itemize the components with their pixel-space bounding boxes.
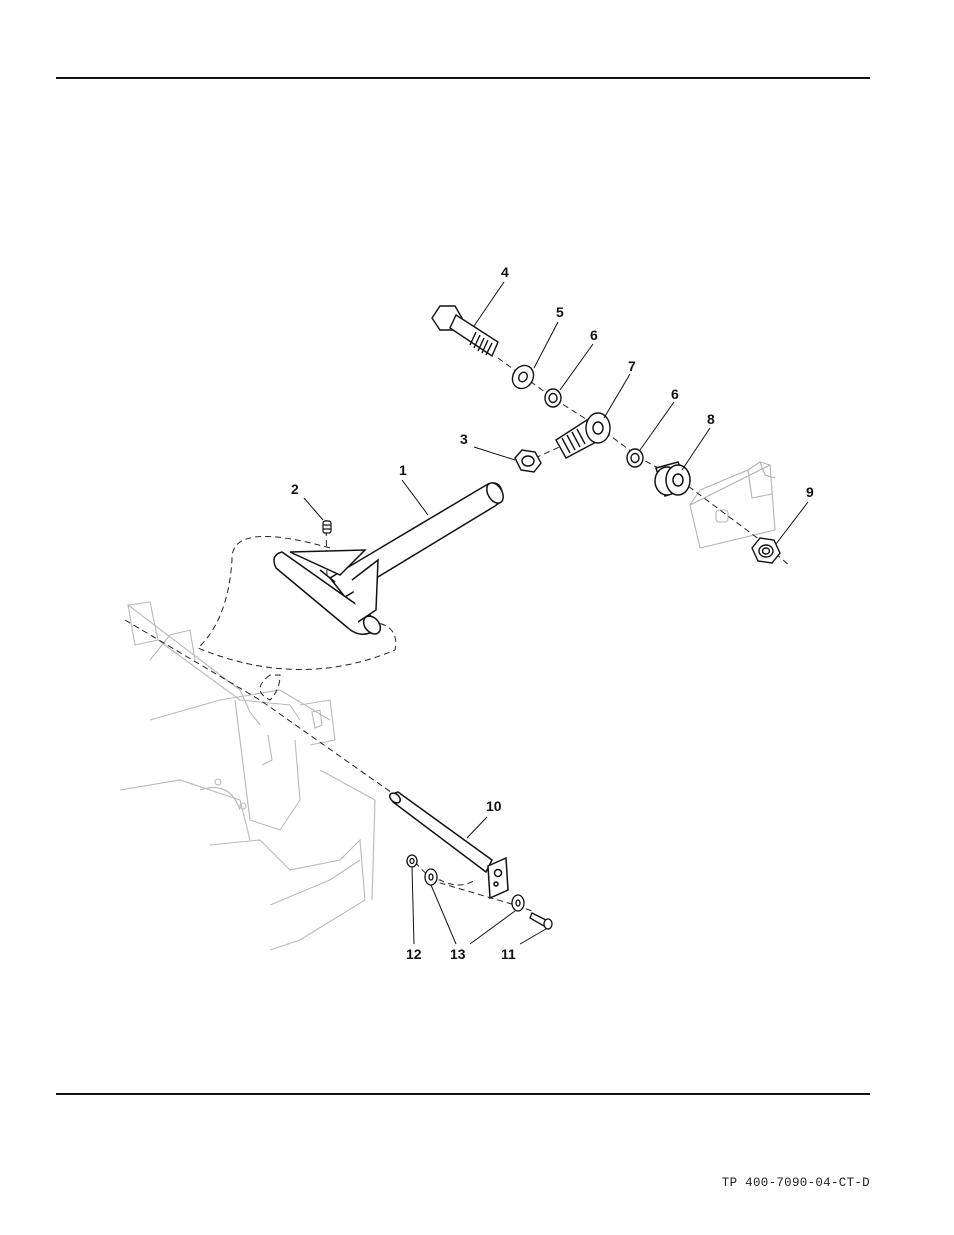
part-9-lock-nut: [752, 538, 780, 563]
bottom-divider-rule: [56, 1093, 870, 1095]
part-12-nut: [407, 855, 417, 867]
callout-10: 10: [486, 798, 502, 814]
callout-11: 11: [501, 946, 516, 962]
callout-3: 3: [460, 431, 468, 447]
leader-lines: [304, 282, 808, 944]
part-7-rod-end: [556, 413, 610, 458]
callout-12: 12: [406, 946, 422, 962]
callout-1: 1: [399, 462, 407, 478]
callout-6-lower: 6: [671, 386, 679, 402]
part-3-hex-nut: [515, 450, 541, 472]
part-6-spacer-upper: [545, 389, 561, 407]
part-2-grease-fitting: [323, 521, 331, 533]
part-8-bushing: [655, 462, 690, 496]
machine-frame-ghost: [120, 602, 375, 950]
callout-2: 2: [291, 481, 299, 497]
part-4-hex-bolt: [432, 306, 498, 356]
part-6-spacer-lower: [627, 449, 643, 467]
mounting-bracket-ghost: [690, 462, 775, 548]
callout-9: 9: [806, 484, 814, 500]
callout-4: 4: [501, 264, 509, 280]
callout-13: 13: [450, 946, 466, 962]
document-number: TP 400-7090-04-CT-D: [722, 1176, 870, 1190]
callout-6-upper: 6: [590, 327, 598, 343]
assembly-centerlines: [125, 358, 790, 912]
callout-5: 5: [556, 304, 564, 320]
callout-8: 8: [707, 411, 715, 427]
callout-7: 7: [628, 358, 636, 374]
part-5-flat-washer: [508, 362, 537, 393]
part-11-screw: [530, 913, 552, 929]
